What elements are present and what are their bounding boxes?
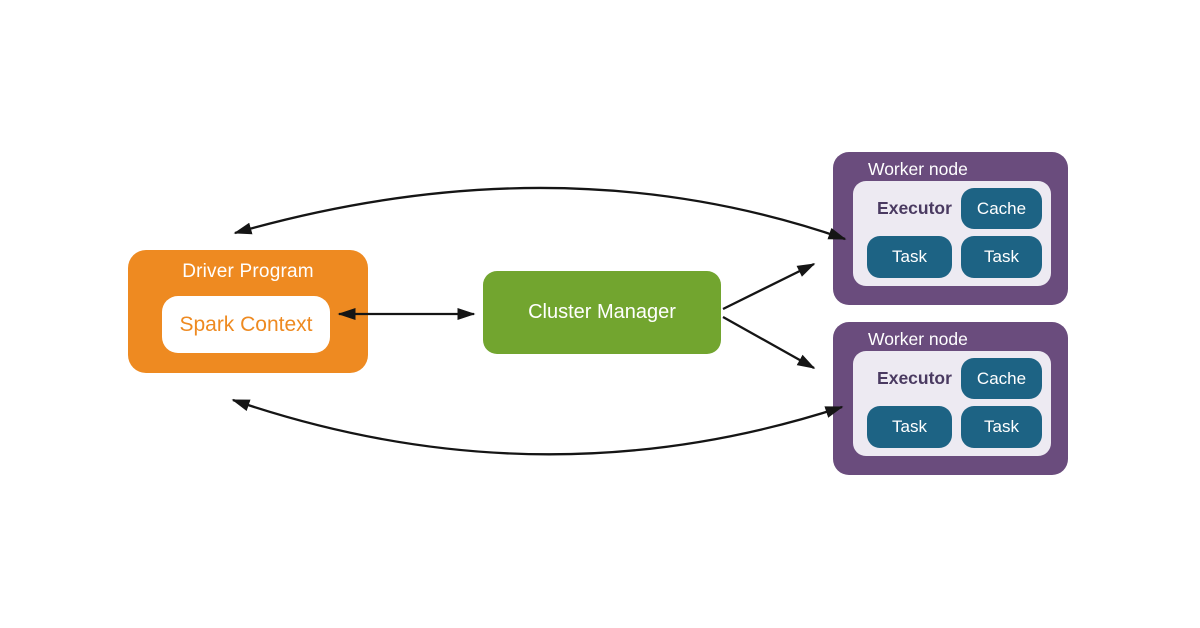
task-chip: Task [867, 236, 952, 278]
arrow-cluster-manager-worker2 [722, 315, 816, 370]
driver-program-box: Driver Program Spark Context [128, 250, 368, 373]
worker-node-2-box: Worker node Executor Cache Task Task [833, 322, 1068, 475]
arrow-driver-worker1-curve [233, 186, 847, 241]
task-chip: Task [867, 406, 952, 448]
cluster-manager-box: Cluster Manager [483, 271, 721, 354]
worker-node-1-executor-panel: Executor Cache Task Task [853, 181, 1051, 286]
driver-program-title: Driver Program [182, 261, 314, 282]
cluster-manager-label: Cluster Manager [528, 301, 676, 323]
executor-label: Executor [877, 368, 952, 388]
spark-context-label: Spark Context [179, 312, 313, 336]
worker-node-2-title: Worker node [868, 329, 968, 349]
cache-chip: Cache [961, 358, 1042, 399]
arrow-cluster-manager-worker1 [722, 262, 816, 311]
worker-node-1-box: Worker node Executor Cache Task Task [833, 152, 1068, 305]
spark-context-box: Spark Context [162, 296, 330, 353]
task-chip: Task [961, 406, 1042, 448]
worker-node-1-title: Worker node [868, 159, 968, 179]
arrow-driver-worker2-curve [231, 398, 844, 456]
cache-chip: Cache [961, 188, 1042, 229]
worker-node-2-executor-panel: Executor Cache Task Task [853, 351, 1051, 456]
executor-label: Executor [877, 198, 952, 218]
task-chip: Task [961, 236, 1042, 278]
